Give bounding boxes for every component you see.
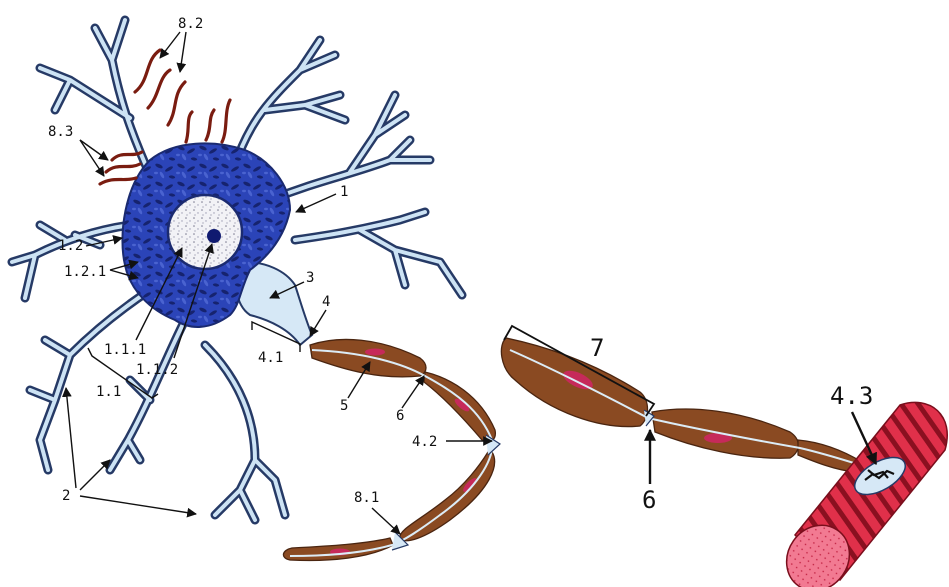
nucleolus [207,229,221,243]
label-4-2: 4.2 [412,434,437,450]
label-8-3: 8.3 [48,124,73,140]
myelin-segment [400,452,495,541]
label-1-1: 1.1 [96,384,121,400]
axon-left [283,339,500,560]
label-6: 6 [396,408,404,424]
label-1-2-1: 1.2.1 [64,264,106,280]
schwann-nucleus [365,349,385,356]
label-6-right: 6 [642,486,656,514]
label-8-2: 8.2 [178,16,203,32]
label-2: 2 [62,488,70,504]
label-1: 1 [340,184,348,200]
myelin-segment [310,339,426,376]
nucleus [168,195,242,269]
label-4-3: 4.3 [830,382,873,410]
label-1-1-1: 1.1.1 [104,342,146,358]
label-5: 5 [340,398,348,414]
label-4-1: 4.1 [258,350,283,366]
label-1-2: 1.2 [58,238,83,254]
label-7: 7 [590,334,604,362]
neuron-left [12,20,500,560]
label-8-1: 8.1 [354,490,379,506]
neuromuscular-junction-view [501,338,947,587]
label-3: 3 [306,270,314,286]
label-4: 4 [322,294,330,310]
label-1-1-2: 1.1.2 [136,362,178,378]
